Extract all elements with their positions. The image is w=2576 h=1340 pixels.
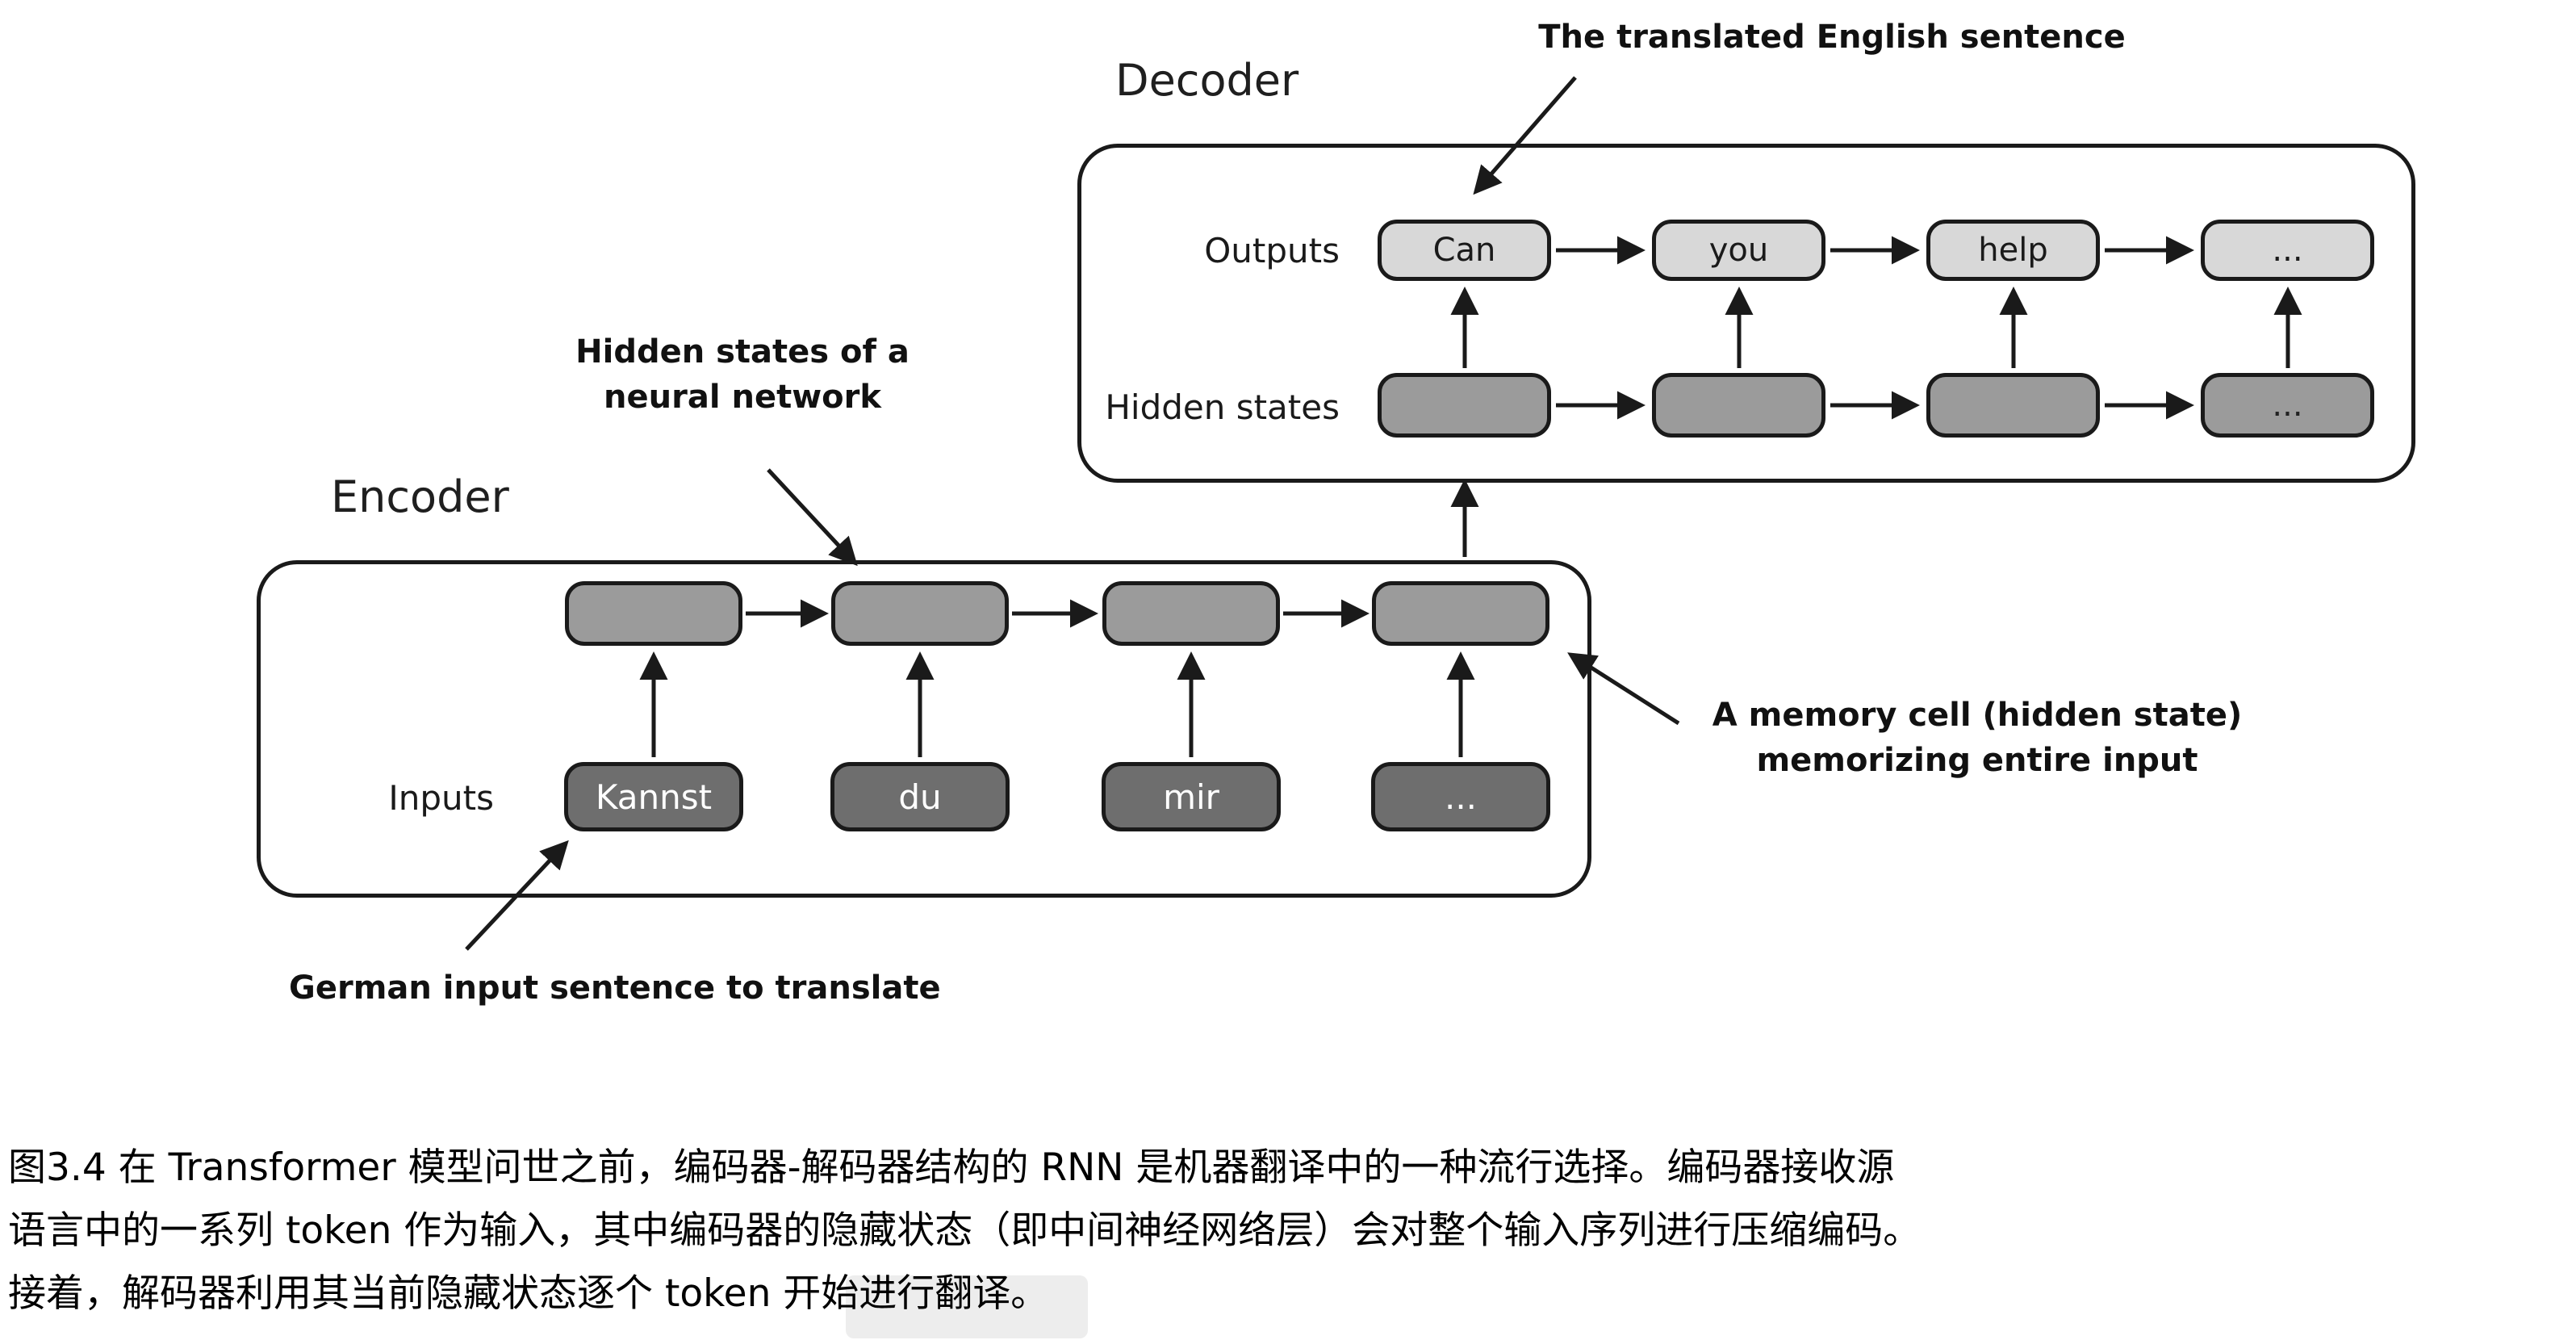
decoder-hidden-state: ... — [2201, 373, 2374, 438]
memory-cell-annotation-line2: memorizing entire input — [1756, 742, 2198, 779]
encoder-label: Encoder — [331, 471, 509, 522]
hidden-states-annotation-arrow — [767, 468, 858, 567]
background-artifact — [846, 1275, 1088, 1338]
decoder-hidden-state — [1926, 373, 2100, 438]
caption-line: 接着，解码器利用其当前隐藏状态逐个 token 开始进行翻译。 — [8, 1271, 1049, 1316]
memory-cell-annotation: A memory cell (hidden state) memorizing … — [1679, 693, 2276, 783]
decoder-hidden-state — [1378, 373, 1551, 438]
hidden-states-annotation: Hidden states of a neural network — [565, 329, 920, 420]
decoder-frame — [1077, 144, 2415, 483]
encoder-input-token: mir — [1102, 762, 1281, 831]
encoder-input-token: Kannst — [564, 762, 743, 831]
decoder-output-token: help — [1926, 220, 2100, 281]
encoder-inputs-label: Inputs — [388, 778, 494, 818]
encoder-hidden-state — [1372, 581, 1549, 646]
translated-sentence-annotation: The translated English sentence — [1538, 19, 2126, 56]
decoder-output-token: ... — [2201, 220, 2374, 281]
decoder-outputs-label: Outputs — [1204, 231, 1340, 270]
encoder-frame — [257, 560, 1591, 898]
hidden-states-annotation-line2: neural network — [604, 379, 881, 416]
caption-line: 语言中的一系列 token 作为输入，其中编码器的隐藏状态（即中间神经网络层）会… — [8, 1208, 1922, 1253]
encoder-hidden-state — [1102, 581, 1280, 646]
decoder-hidden-label: Hidden states — [1105, 387, 1340, 427]
decoder-output-token: Can — [1378, 220, 1551, 281]
encoder-input-token: du — [830, 762, 1010, 831]
decoder-hidden-state — [1652, 373, 1825, 438]
encoder-hidden-state — [565, 581, 742, 646]
decoder-label: Decoder — [1115, 55, 1299, 106]
caption-line: 图3.4 在 Transformer 模型问世之前，编码器-解码器结构的 RNN… — [8, 1145, 1895, 1190]
hidden-states-annotation-line1: Hidden states of a — [575, 333, 910, 371]
encoder-input-token: ... — [1371, 762, 1550, 831]
german-input-annotation: German input sentence to translate — [289, 969, 941, 1007]
decoder-output-token: you — [1652, 220, 1825, 281]
encoder-hidden-state — [831, 581, 1009, 646]
figure-caption: 图3.4 在 Transformer 模型问世之前，编码器-解码器结构的 RNN… — [8, 1137, 2571, 1325]
memory-cell-annotation-line1: A memory cell (hidden state) — [1712, 697, 2243, 734]
